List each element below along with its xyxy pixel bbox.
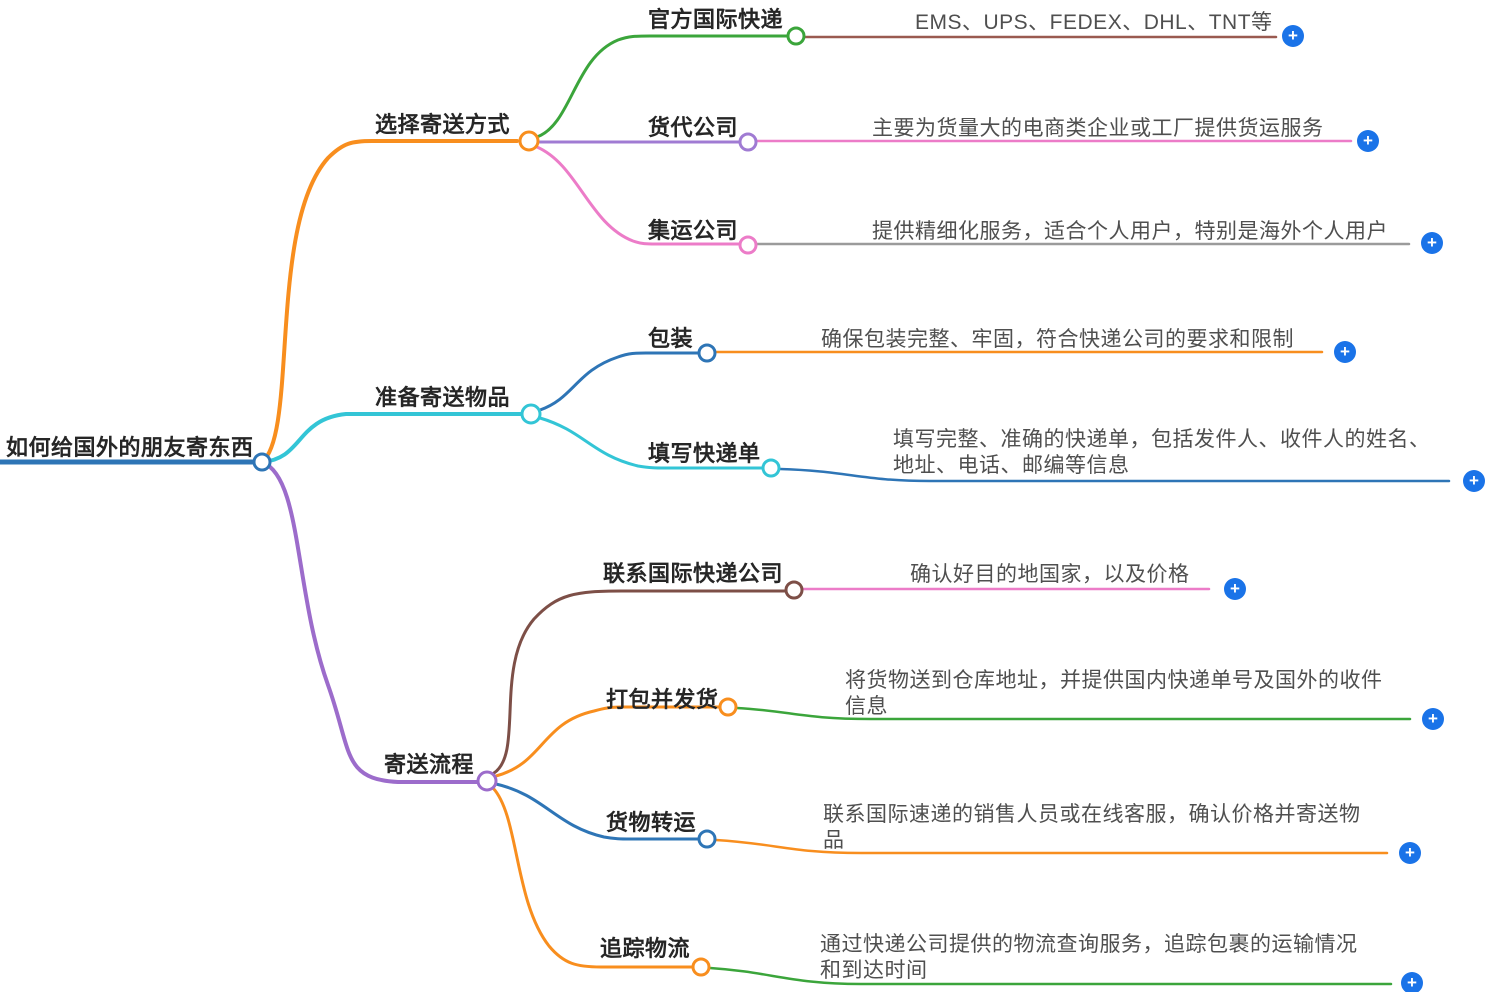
node-circle-fill-waybill[interactable] [761, 458, 781, 478]
leaf-desc-freight-forwarder: 主要为货量大的电商类企业或工厂提供货运服务 [872, 117, 1324, 140]
leaf-desc-packaging: 确保包装完整、牢固，符合快递公司的要求和限制 [821, 328, 1294, 351]
leaf-desc-fill-waybill: 填写完整、准确的快递单，包括发件人、收件人的姓名、 地址、电话、邮编等信息 [893, 428, 1431, 477]
branch-label-prepare-items[interactable]: 准备寄送物品 [375, 385, 511, 410]
curve-consolidation [535, 145, 741, 246]
leaf-desc-track-logistics: 通过快递公司提供的物流查询服务，追踪包裹的运输情况 和到达时间 [820, 933, 1358, 982]
curve-official-express [535, 34, 789, 139]
leafline-pack-and-ship [735, 706, 1412, 721]
node-circle-packaging[interactable] [697, 343, 717, 363]
add-child-button[interactable]: + [1224, 578, 1246, 600]
branch-label-choose-method[interactable]: 选择寄送方式 [375, 112, 511, 137]
branch-label-shipping-process[interactable]: 寄送流程 [384, 752, 475, 777]
curve-pack-and-ship [494, 705, 721, 778]
node-circle-shipping-process[interactable] [476, 770, 498, 792]
branch-curve-shipping-process [260, 460, 479, 784]
plus-icon: + [1363, 130, 1373, 150]
leaf-desc-contact-express: 确认好目的地国家，以及价格 [910, 563, 1190, 586]
leafline-cargo-transfer [714, 838, 1389, 855]
node-circle-track-logistics[interactable] [691, 957, 711, 977]
curve-contact-express [492, 589, 787, 775]
leaf-desc-consolidation: 提供精细化服务，适合个人用户，特别是海外个人用户 [872, 220, 1388, 243]
leaf-desc-official-express: EMS、UPS、FEDEX、DHL、TNT等 [915, 11, 1273, 34]
root-node-label[interactable]: 如何给国外的朋友寄东西 [6, 435, 254, 460]
node-circle-prepare-items[interactable] [520, 403, 542, 425]
node-label-consolidation[interactable]: 集运公司 [648, 218, 739, 243]
node-circle-freight-forwarder[interactable] [738, 132, 758, 152]
plus-icon: + [1288, 25, 1298, 45]
add-child-button[interactable]: + [1422, 708, 1444, 730]
node-circle-choose-method[interactable] [518, 130, 540, 152]
add-child-button[interactable]: + [1357, 130, 1379, 152]
node-label-freight-forwarder[interactable]: 货代公司 [648, 115, 739, 140]
node-circle-official-express[interactable] [786, 26, 806, 46]
plus-icon: + [1405, 842, 1415, 862]
plus-icon: + [1427, 232, 1437, 252]
leafline-fill-waybill [778, 467, 1451, 483]
root-node-circle[interactable] [252, 452, 272, 472]
leafline-track-logistics [708, 966, 1393, 986]
curve-packaging [538, 351, 700, 412]
plus-icon: + [1469, 470, 1479, 490]
add-child-button[interactable]: + [1399, 842, 1421, 864]
node-label-fill-waybill[interactable]: 填写快递单 [648, 441, 761, 466]
node-label-packaging[interactable]: 包装 [648, 326, 694, 351]
node-label-cargo-transfer[interactable]: 货物转运 [606, 810, 697, 835]
node-circle-consolidation[interactable] [738, 235, 758, 255]
node-label-track-logistics[interactable]: 追踪物流 [600, 936, 691, 961]
node-circle-cargo-transfer[interactable] [697, 829, 717, 849]
curve-fill-waybill [538, 416, 764, 470]
plus-icon: + [1407, 972, 1417, 992]
plus-icon: + [1230, 578, 1240, 598]
leaf-desc-cargo-transfer: 联系国际速递的销售人员或在线客服，确认价格并寄送物 品 [823, 803, 1361, 852]
branch-curve-choose-method [260, 139, 519, 464]
plus-icon: + [1340, 341, 1350, 361]
node-label-contact-express[interactable]: 联系国际快递公司 [603, 561, 784, 586]
add-child-button[interactable]: + [1463, 470, 1485, 492]
node-circle-contact-express[interactable] [784, 580, 804, 600]
node-circle-pack-and-ship[interactable] [718, 697, 738, 717]
leaf-desc-pack-and-ship: 将货物送到仓库地址，并提供国内快递单号及国外的收件 信息 [845, 669, 1383, 718]
add-child-button[interactable]: + [1401, 972, 1423, 992]
curve-cargo-transfer [494, 782, 700, 841]
branch-curve-prepare-items [260, 412, 523, 464]
node-label-official-express[interactable]: 官方国际快递 [648, 7, 784, 32]
curve-track-logistics [491, 786, 694, 969]
add-child-button[interactable]: + [1282, 25, 1304, 47]
add-child-button[interactable]: + [1421, 232, 1443, 254]
add-child-button[interactable]: + [1334, 341, 1356, 363]
plus-icon: + [1428, 708, 1438, 728]
node-label-pack-and-ship[interactable]: 打包并发货 [606, 687, 719, 712]
